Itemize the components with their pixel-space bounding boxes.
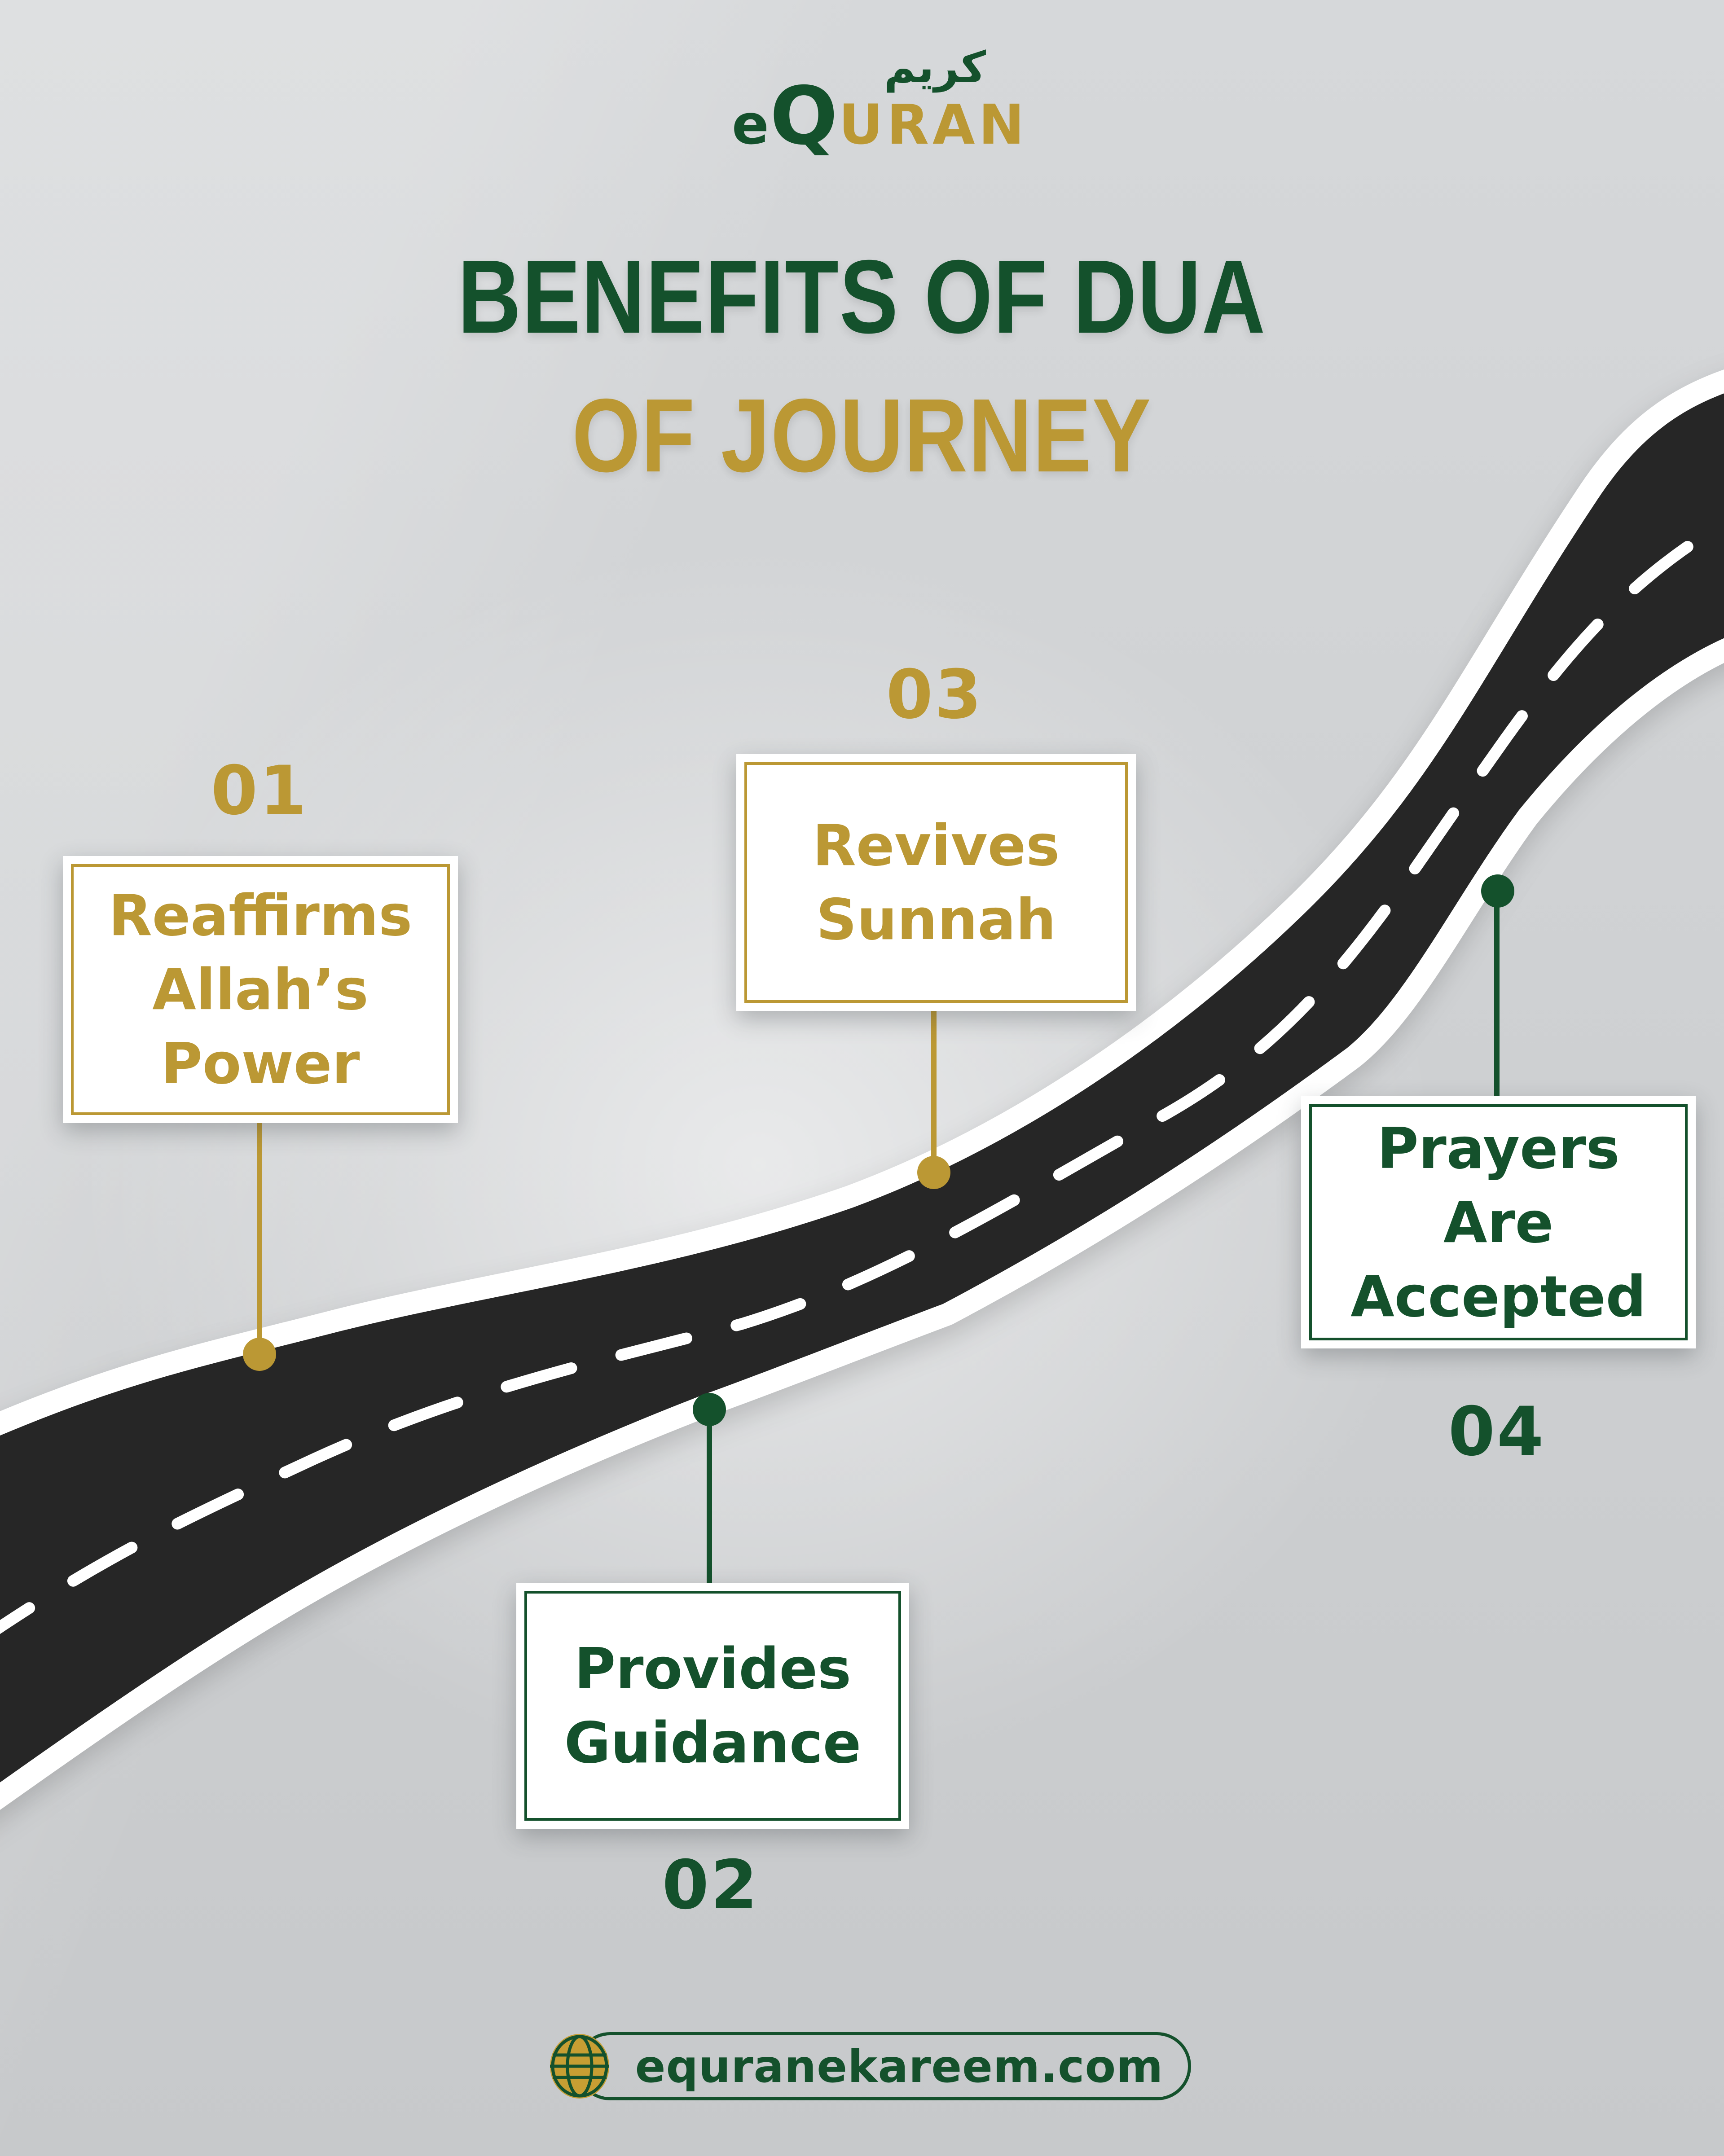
footer-url: equranekareem.com <box>635 2040 1164 2093</box>
footer-website-pill: equranekareem.com <box>550 2032 1191 2100</box>
item-01-card: Reaffirms Allah’s Power <box>63 856 458 1123</box>
connector-02 <box>693 1393 726 1585</box>
logo-letter-e: e <box>732 93 770 157</box>
connector-04 <box>1481 874 1514 1098</box>
milestone-dot-02 <box>693 1393 726 1426</box>
item-02-card: Provides Guidance <box>516 1583 909 1829</box>
item-04-card: Prayers Are Accepted <box>1301 1096 1696 1348</box>
item-04-label: Prayers Are Accepted <box>1350 1115 1646 1330</box>
logo-letters-uran: URAN <box>839 93 1028 157</box>
globe-icon <box>550 2034 609 2099</box>
title-line-1: BENEFITS OF DUA <box>457 238 1267 355</box>
connector-03 <box>917 1011 950 1189</box>
road-asphalt <box>0 393 1724 1783</box>
logo-wordmark: eQURAN <box>732 76 1028 156</box>
milestone-dot-03 <box>917 1156 950 1189</box>
item-01-number: 01 <box>211 752 308 830</box>
connector-01 <box>243 1123 276 1371</box>
item-03-label: Revives Sunnah <box>812 812 1060 953</box>
milestone-dot-01 <box>243 1338 276 1371</box>
item-02-label: Provides Guidance <box>564 1636 862 1776</box>
logo-letter-q: Q <box>770 70 839 162</box>
title-line-2: OF JOURNEY <box>572 377 1152 494</box>
item-03-card: Revives Sunnah <box>736 754 1136 1011</box>
road-centerline <box>0 516 1724 1634</box>
item-04-number: 04 <box>1448 1393 1546 1471</box>
item-03-number: 03 <box>886 656 984 734</box>
item-02-number: 02 <box>662 1846 760 1924</box>
equran-logo: كريم eQURAN <box>732 42 1025 156</box>
page-title: BENEFITS OF DUA OF JOURNEY <box>0 238 1724 520</box>
milestone-dot-04 <box>1481 874 1514 908</box>
logo-arabic-text: كريم <box>884 42 986 92</box>
item-01-label: Reaffirms Allah’s Power <box>108 883 413 1097</box>
